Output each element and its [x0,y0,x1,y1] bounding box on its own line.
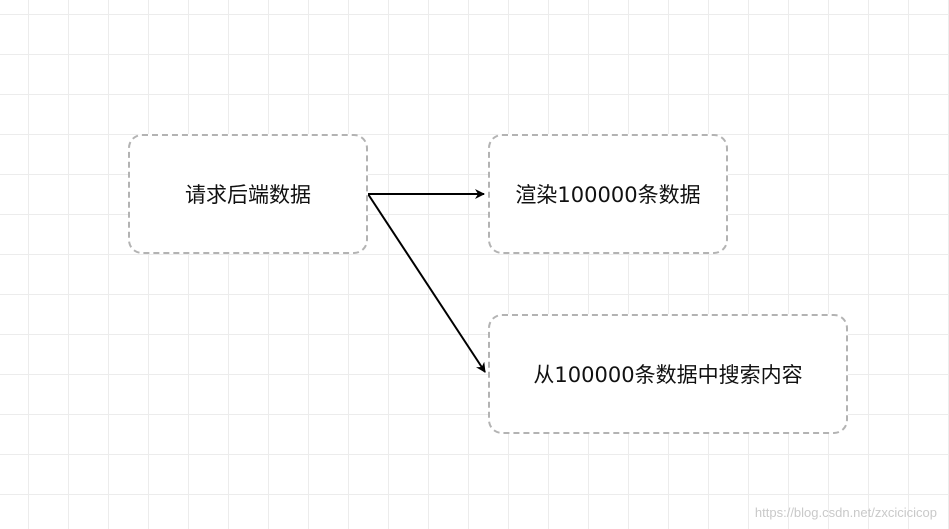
node-render-100000-items[interactable]: 渲染100000条数据 [488,134,728,254]
watermark: https://blog.csdn.net/zxcicicicop [754,505,937,520]
node-label: 渲染100000条数据 [515,183,701,207]
node-label: 请求后端数据 [185,183,311,207]
node-search-in-100000-items[interactable]: 从100000条数据中搜索内容 [488,314,848,434]
node-request-backend-data[interactable]: 请求后端数据 [128,134,368,254]
edge-request-to-search [367,193,486,373]
node-label: 从100000条数据中搜索内容 [533,363,803,387]
